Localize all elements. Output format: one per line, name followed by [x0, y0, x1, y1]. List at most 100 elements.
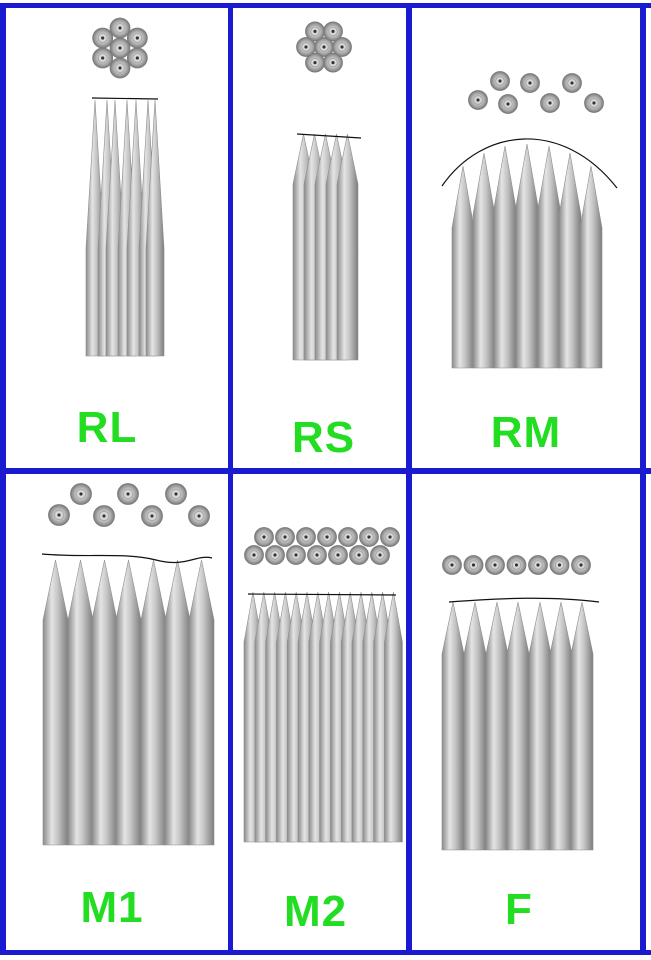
- needle-tip-circle: [48, 504, 70, 526]
- panel-label-m1: M1: [80, 883, 144, 932]
- needle-tip-circle: [70, 483, 92, 505]
- needle-tip-circle: [338, 527, 358, 547]
- needle-tip-circle: [359, 527, 379, 547]
- grid-line-right: [640, 3, 646, 955]
- needle-tip-circle: [349, 545, 369, 565]
- needle-cross-section-rs: [296, 21, 352, 73]
- needle-tip-circle: [498, 94, 518, 114]
- panel-rl: RL: [6, 8, 228, 468]
- needle-tip-circle: [141, 505, 163, 527]
- tip-alignment-line: [448, 597, 600, 603]
- grid-line-col2: [406, 3, 412, 955]
- needle-tip-circle: [93, 505, 115, 527]
- grid-line-top: [0, 3, 651, 8]
- needle: [384, 591, 403, 843]
- grid-line-middle: [0, 468, 651, 474]
- needle-tip-circle: [328, 545, 348, 565]
- needle-tip-circle: [506, 555, 527, 575]
- needle-cross-section-rm: [468, 71, 604, 114]
- needle: [140, 559, 167, 846]
- needle: [493, 145, 517, 369]
- needle-tip-circle: [520, 73, 540, 93]
- needle: [91, 559, 118, 846]
- needle-tip-circle: [286, 545, 306, 565]
- needle-tip-circle: [275, 527, 295, 547]
- panel-label-m2: M2: [283, 887, 348, 936]
- needle-tip-circle: [244, 545, 264, 565]
- needle-cross-section-f: [442, 555, 591, 575]
- needle-tip-circle: [296, 37, 316, 57]
- needle-tip-circle: [92, 27, 114, 49]
- needle: [472, 152, 496, 369]
- panel-f: F: [412, 474, 640, 950]
- needle-tip-circle: [540, 93, 560, 113]
- grid-line-col1: [228, 3, 233, 955]
- needle: [145, 99, 165, 357]
- needle-tip-circle: [332, 37, 352, 57]
- needle: [506, 601, 530, 851]
- needle: [570, 601, 594, 851]
- needle-tip-circle: [126, 27, 148, 49]
- panel-label-rm: RM: [490, 408, 562, 457]
- needle-tip-circle: [92, 47, 114, 69]
- needle-tip-circle: [305, 52, 325, 73]
- needle: [67, 559, 94, 846]
- needle: [528, 601, 552, 851]
- tip-alignment-line: [296, 133, 362, 139]
- needle-tip-circle: [265, 545, 285, 565]
- tip-alignment-line: [441, 138, 618, 189]
- needle-group-m2: [243, 591, 403, 843]
- grid-line-bottom: [0, 950, 651, 955]
- needle: [188, 559, 215, 846]
- panel-m2: M2: [233, 474, 406, 950]
- tip-alignment-line: [91, 97, 159, 100]
- needle-tip-circle: [380, 527, 400, 547]
- needle-group-rl: [85, 97, 165, 357]
- needle-tip-circle: [254, 527, 274, 547]
- needle: [164, 559, 191, 846]
- needle: [463, 601, 487, 851]
- needle-tip-circle: [370, 545, 390, 565]
- panel-rs: RS: [233, 8, 406, 468]
- needle: [336, 133, 359, 361]
- needle-cross-section-rl: [92, 17, 148, 79]
- needle: [485, 601, 509, 851]
- needle-tip-circle: [485, 555, 505, 575]
- needle-group-rm: [441, 138, 618, 369]
- needle-tip-circle: [307, 545, 327, 565]
- panel-label-rl: RL: [76, 403, 138, 452]
- needle-tip-circle: [317, 527, 337, 547]
- needle: [115, 559, 142, 846]
- needle-tip-circle: [584, 93, 604, 113]
- needle: [579, 165, 603, 369]
- needle: [537, 145, 561, 369]
- needle-tip-circle: [296, 527, 316, 547]
- needle-group-rs: [292, 133, 362, 361]
- panel-label-rs: RS: [291, 413, 356, 462]
- needle-tip-circle: [528, 555, 548, 575]
- needle: [441, 601, 465, 851]
- needle-tip-circle: [323, 21, 343, 42]
- tip-alignment-line: [247, 593, 397, 596]
- needle-tip-circle: [442, 555, 462, 575]
- needle-tip-circle: [188, 505, 210, 527]
- tip-alignment-line: [41, 553, 213, 564]
- needle-cross-section-m2: [244, 527, 400, 565]
- needle-tip-circle: [165, 483, 187, 505]
- panel-rm: RM: [412, 8, 640, 468]
- needle-tip-circle: [117, 483, 139, 505]
- grid-line-left: [0, 3, 6, 955]
- needle-tip-circle: [490, 71, 510, 91]
- needle-tip-circle: [549, 555, 570, 575]
- needle-tip-circle: [562, 73, 582, 93]
- needle-group-m1: [41, 553, 215, 846]
- needle-group-f: [441, 597, 600, 851]
- needle: [451, 165, 475, 369]
- needle-tip-circle: [571, 555, 591, 575]
- needle-tip-circle: [468, 90, 488, 110]
- needle-cross-section-m1: [48, 483, 210, 527]
- needle-tip-circle: [109, 17, 131, 39]
- needle: [515, 143, 539, 369]
- needle-tip-circle: [109, 57, 131, 79]
